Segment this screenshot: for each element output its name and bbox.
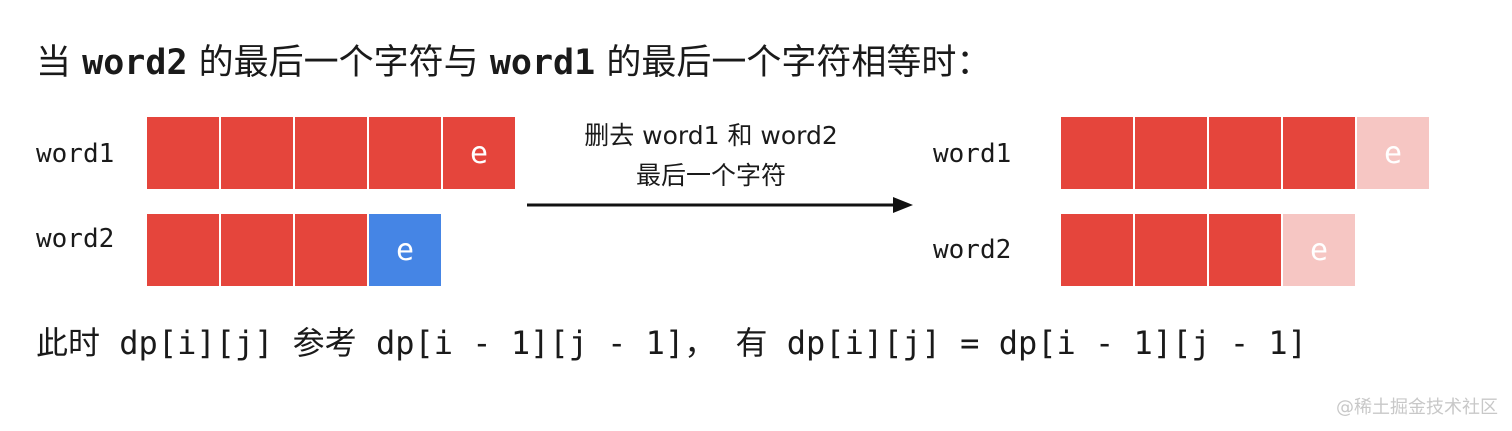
before-word1-cell [295, 117, 367, 189]
after-word2-cell [1209, 214, 1281, 286]
after-word2-cells: e [1061, 214, 1355, 286]
footer-equation: dp[i][j] = dp[i - 1][j - 1] [786, 324, 1307, 362]
footer-prefix: 此时 [36, 324, 101, 362]
after-word1-cell [1283, 117, 1355, 189]
title-text-3: 的最后一个字符相等时： [606, 43, 992, 83]
footer-expr-current: dp[i][j] [119, 324, 274, 362]
title-code-word2: word2 [82, 43, 188, 83]
before-word1-cell [147, 117, 219, 189]
page-title: 当 word2 的最后一个字符与 word1 的最后一个字符相等时： [36, 38, 991, 88]
arrow-caption-line2: 最后一个字符 [635, 161, 786, 190]
before-word1-cell [369, 117, 441, 189]
after-word2-deleted-cell: e [1283, 214, 1355, 286]
before-word1-cell [221, 117, 293, 189]
after-word1-label: word1 [933, 139, 1012, 169]
after-word1-cells: e [1061, 117, 1429, 189]
before-word1-cells: e [147, 117, 515, 189]
title-text-2: 的最后一个字符与 [198, 43, 479, 83]
footer-mid2: 有 [735, 324, 768, 362]
before-word2-cell [147, 214, 219, 286]
footer-expr-prev: dp[i - 1][j - 1]， [375, 324, 717, 362]
right-arrow-icon [527, 197, 913, 213]
watermark: @稀土掘金技术社区 [1336, 397, 1498, 418]
before-word2-last-cell: e [369, 214, 441, 286]
after-word1-cell [1061, 117, 1133, 189]
after-word1-cell [1209, 117, 1281, 189]
before-word2-cell [295, 214, 367, 286]
after-word2-cell [1061, 214, 1133, 286]
before-word1-last-cell: e [443, 117, 515, 189]
after-word1-cell [1135, 117, 1207, 189]
before-word1-label: word1 [36, 139, 115, 169]
before-word2-label: word2 [36, 224, 115, 254]
footer-formula: 此时 dp[i][j] 参考 dp[i - 1][j - 1]， 有 dp[i]… [36, 318, 1307, 368]
after-word2-cell [1135, 214, 1207, 286]
title-text-1: 当 [36, 43, 72, 83]
arrow-caption: 删去 word1 和 word2 最后一个字符 [526, 116, 896, 196]
before-word2-cells: e [147, 214, 441, 286]
before-word2-cell [221, 214, 293, 286]
footer-mid: 参考 [292, 324, 357, 362]
after-word1-deleted-cell: e [1357, 117, 1429, 189]
after-word2-label: word2 [933, 235, 1012, 265]
title-code-word1: word1 [489, 43, 596, 83]
arrow-caption-line1: 删去 word1 和 word2 [584, 121, 838, 150]
